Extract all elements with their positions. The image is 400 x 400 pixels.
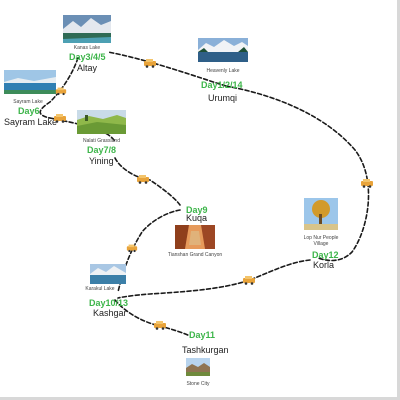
stone-city-caption: Stone City <box>186 381 210 387</box>
car-icon <box>136 174 150 184</box>
tashkurgan-city-label: Tashkurgan <box>182 345 229 355</box>
nalati-grassland-photo <box>77 110 126 134</box>
tianshan-grand-canyon-photo <box>175 225 215 249</box>
route-yining-kuqa <box>114 157 181 206</box>
car-icon <box>126 243 138 253</box>
heavenly-lake-caption: Heavenly Lake <box>206 68 240 74</box>
route-korla-kashgar <box>117 259 311 299</box>
yining-city-label: Yining <box>89 156 114 166</box>
tashkurgan-day-label: Day11 <box>189 330 216 340</box>
route-urumqi-altay <box>107 51 227 87</box>
nalati-grassland-caption: Nalati Grassland <box>83 138 120 144</box>
urumqi-day-label: Day1/2/14 <box>201 80 243 90</box>
car-icon <box>242 275 256 285</box>
yining-day-label: Day7/8 <box>87 145 117 155</box>
sayram-city-label: Sayram Lake <box>4 117 58 127</box>
korla-day-label: Day12 <box>312 250 339 260</box>
kashgar-city-label: Kashgar <box>93 308 127 318</box>
lop-nur-village-caption: Lop Nur People Village <box>303 235 339 247</box>
car-icon <box>153 320 167 330</box>
bottom-border <box>0 397 400 400</box>
karakul-lake-caption: Karakul Lake <box>85 286 115 292</box>
tianshan-grand-canyon-caption: Tianshan Grand Canyon <box>167 252 223 258</box>
sayram-lake-photo <box>4 70 56 94</box>
right-border <box>397 0 400 400</box>
lop-nur-village-photo <box>304 198 338 230</box>
car-icon <box>53 113 67 123</box>
kashgar-day-label: Day10/13 <box>89 298 129 308</box>
kuqa-city-label: Kuqa <box>186 213 208 223</box>
altay-city-label: Altay <box>77 63 98 73</box>
kanas-lake-photo <box>63 15 111 43</box>
sayram-day-label: Day6 <box>18 106 40 116</box>
heavenly-lake-photo <box>198 38 248 62</box>
altay-day-label: Day3/4/5 <box>69 52 106 62</box>
car-icon <box>55 86 67 96</box>
urumqi-city-label: Urumqi <box>208 93 238 103</box>
stone-city-photo <box>186 358 210 376</box>
kuqa-day-label: Day9 <box>186 205 208 215</box>
car-icon <box>143 58 157 68</box>
route-altay-sayram <box>39 57 79 119</box>
karakul-lake-photo <box>90 264 126 284</box>
sayram-lake-caption: Sayram Lake <box>13 99 43 105</box>
korla-city-label: Korla <box>313 260 335 270</box>
route-urumqi-korla <box>225 85 370 262</box>
kanas-lake-caption: Kanas Lake <box>73 45 101 51</box>
car-icon <box>360 178 374 188</box>
